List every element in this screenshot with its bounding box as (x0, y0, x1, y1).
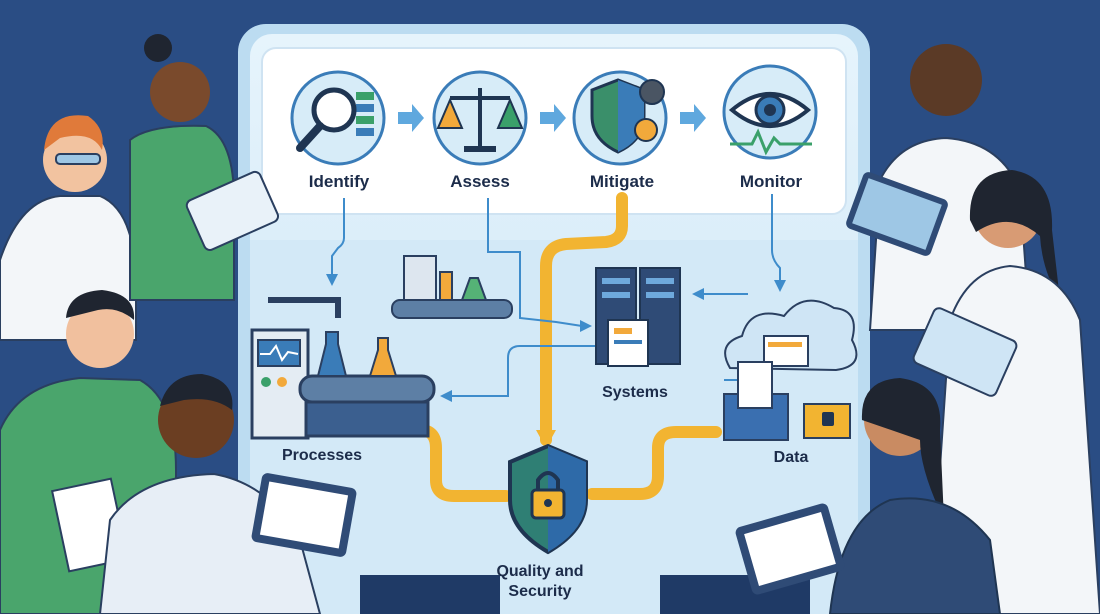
arrow-assess-mitigate (540, 104, 566, 132)
monitor-label: Monitor (739, 172, 803, 191)
mitigate-step (572, 70, 668, 166)
identify-step (290, 70, 386, 166)
shield-gears-icon (590, 78, 665, 154)
arrow-identify-assess (398, 104, 424, 132)
identify-label: Identify (308, 172, 370, 191)
step-arrows (398, 104, 706, 132)
balance-scale-icon (436, 88, 524, 152)
quality-security-label: Quality and Security (496, 563, 584, 600)
mitigate-label: Mitigate (589, 172, 655, 191)
process-machine (250, 297, 436, 440)
person-foreground-tablet (98, 374, 357, 614)
assess-step (432, 70, 528, 166)
person-green-scrubs (129, 34, 280, 301)
eye-heartbeat-icon (728, 92, 812, 156)
magnifier-checklist-icon (296, 87, 374, 152)
processes-label: Processes (281, 447, 363, 464)
arrow-mitigate-monitor (680, 104, 706, 132)
lab-conveyor-top (391, 255, 513, 319)
board-slot-left (360, 575, 500, 614)
monitor-step (722, 64, 818, 160)
data-label: Data (773, 449, 809, 466)
data-cloud-folders (723, 299, 858, 441)
quality-security-shield (508, 443, 588, 555)
assess-label: Assess (450, 172, 510, 191)
systems-servers (595, 267, 681, 367)
systems-label: Systems (602, 384, 668, 401)
person-foreground-right (735, 378, 1002, 614)
